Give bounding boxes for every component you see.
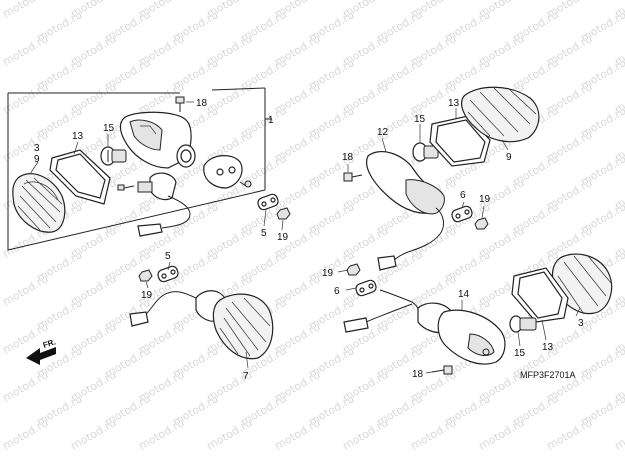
left-screw-part: [175, 96, 185, 112]
watermark-text: motod.ru: [273, 416, 323, 452]
watermark-text: motod.ru: [1, 320, 51, 356]
callout-numbers: 1 18 3 9 13 15 5 19 5 19 7 12 15 18 13 9…: [34, 98, 584, 382]
watermark-text: motod.ru: [205, 416, 255, 452]
callout-9-left: 9: [34, 154, 40, 165]
right-gasket-part: [429, 115, 491, 167]
right-bulb-part: [412, 142, 439, 162]
front-right-gasket-part: [511, 267, 569, 323]
watermark-text: motod.ru: [69, 416, 119, 452]
diagram-code: MFP3F2701A: [520, 370, 576, 380]
callout-5-box: 5: [261, 228, 267, 239]
callout-5-front: 5: [165, 251, 171, 262]
front-right-nut-part: [346, 263, 361, 276]
callout-3-left: 3: [34, 143, 40, 154]
callout-9-right: 9: [506, 152, 512, 163]
callout-13-front-right: 13: [542, 342, 554, 353]
assembly-box: [7, 87, 272, 251]
front-right-indicator-part: [343, 289, 506, 365]
callout-13-left: 13: [72, 131, 84, 142]
callout-18-front-right: 18: [412, 369, 424, 380]
left-housing-part: [119, 111, 196, 169]
left-nut-part: [276, 207, 291, 220]
right-lens-part: [461, 86, 540, 143]
left-gasket-part: [49, 149, 111, 205]
callout-15-front-right: 15: [514, 348, 526, 359]
left-lens-part: [12, 173, 66, 233]
callout-18-right: 18: [342, 152, 354, 163]
leader-lines: [29, 101, 581, 374]
watermark-text: motod.ru: [1, 272, 51, 308]
callout-19-right: 19: [479, 194, 491, 205]
callout-6-front-right: 6: [334, 286, 340, 297]
callout-13-right: 13: [448, 98, 460, 109]
watermark-text: motod.ru: [137, 416, 187, 452]
watermark-layer: motod.ru motod.ru motod.ru motod.ru motod.ru…: [1, 0, 625, 453]
right-washer-part: [451, 205, 473, 223]
left-bulb-part: [100, 146, 127, 166]
callout-19-front: 19: [141, 290, 153, 301]
watermark-text: motod.ru: [1, 416, 51, 452]
callout-19-front-right: 19: [322, 268, 334, 279]
front-label: FR.: [42, 337, 57, 350]
watermark-text: motod.ru: [545, 416, 595, 452]
callout-19-box: 19: [277, 232, 289, 243]
callout-15-left: 15: [103, 123, 115, 134]
front-direction-arrow: [26, 347, 56, 365]
callout-6-right: 6: [460, 190, 466, 201]
front-right-washer-part: [355, 279, 377, 297]
right-screw-part: [343, 172, 363, 182]
watermark-text: motod.ru: [1, 32, 51, 68]
callout-3-right: 3: [578, 318, 584, 329]
front-right-bulb-part: [509, 315, 537, 333]
front-right-screw-part: [431, 365, 453, 375]
callout-14: 14: [458, 289, 470, 300]
callout-12: 12: [377, 127, 389, 138]
left-socket-part: [137, 172, 191, 237]
left-small-screw-part: [117, 184, 135, 191]
watermark-text: motod.ru: [409, 416, 459, 452]
left-washer-part: [257, 193, 279, 211]
watermark-text: motod.ru: [477, 416, 527, 452]
callout-1: 1: [268, 115, 274, 126]
left-bracket-part: [203, 155, 252, 189]
watermark-text: motod.ru: [1, 368, 51, 404]
callout-15-right: 15: [414, 114, 426, 125]
callout-7: 7: [243, 371, 249, 382]
front-left-nut-part: [138, 269, 153, 282]
right-nut-part: [474, 217, 489, 230]
watermark-text: motod.ru: [341, 416, 391, 452]
front-left-indicator-part: [129, 290, 274, 360]
watermark-text: motod.ru: [1, 0, 51, 21]
callout-18-left: 18: [196, 98, 208, 109]
watermark-text: motod.ru: [613, 416, 625, 452]
right-housing-part: [366, 151, 445, 271]
front-left-washer-part: [157, 265, 179, 283]
